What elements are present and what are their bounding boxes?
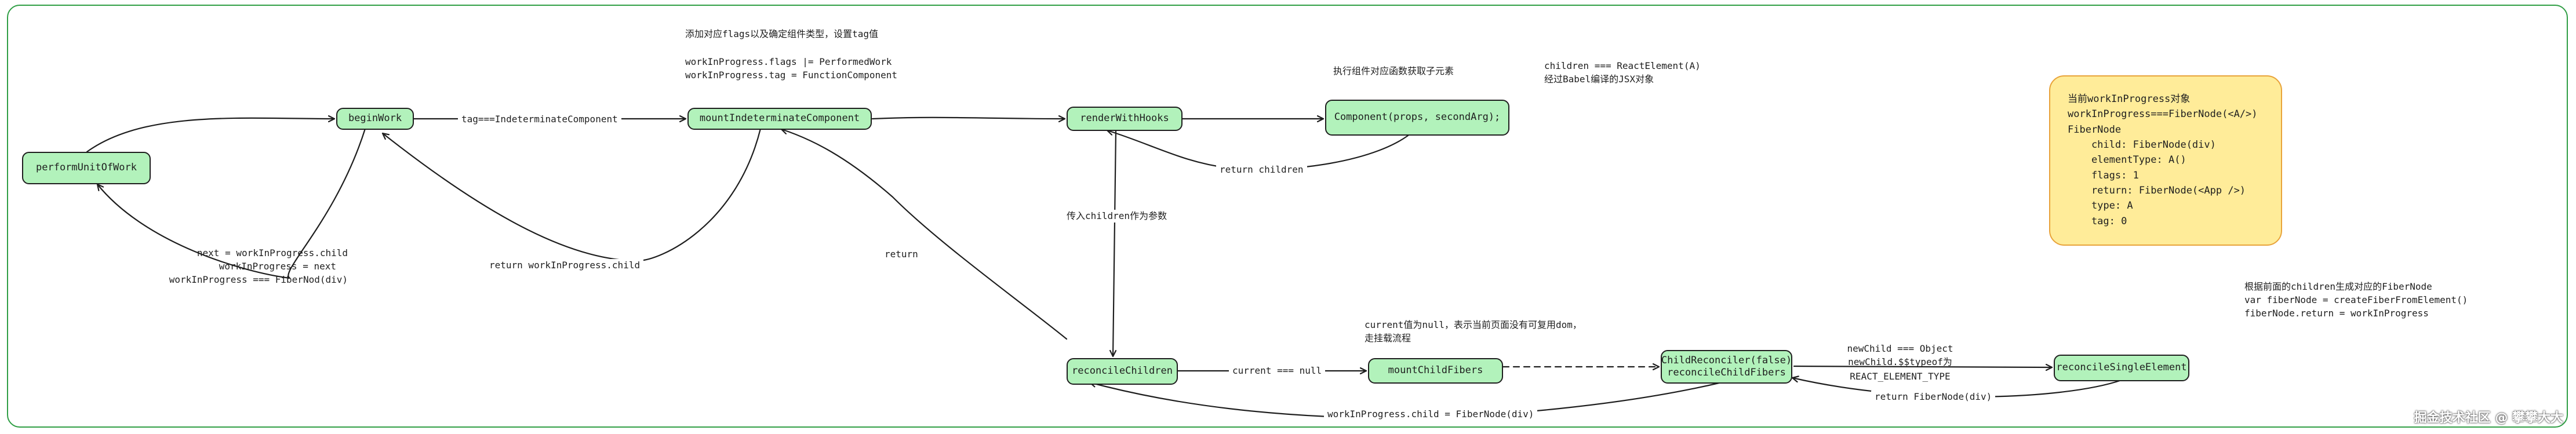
label-new-child2: newChild.$$typeof为: [1848, 356, 1952, 367]
node-child-reconciler-line1: ChildReconciler(false): [1661, 354, 1792, 366]
edge-mount-to-begin: [383, 127, 762, 262]
node-reconcile-children-label: reconcileChildren: [1072, 365, 1173, 377]
note-line: 当前workInProgress对象: [2068, 93, 2191, 105]
label-new-child3: REACT_ELEMENT_TYPE: [1850, 371, 1951, 382]
label-gen-line1: 根据前面的children生成对应的FiberNode: [2244, 281, 2432, 292]
label-wip-child-fiber: workInProgress.child = FiberNode(div): [1324, 408, 1538, 421]
note-line: child: FiberNode(div): [2068, 139, 2216, 151]
node-render-with-hooks-label: renderWithHooks: [1080, 112, 1169, 125]
note-line: FiberNode: [2068, 123, 2122, 136]
label-flags-code1: workInProgress.flags |= PerformedWork: [685, 56, 892, 67]
workinprogress-note: 当前workInProgress对象 workInProgress===Fibe…: [2049, 75, 2282, 246]
label-next-line2: workInProgress = next: [219, 261, 336, 272]
label-next-line1: next = workInProgress.child: [197, 247, 348, 258]
label-return-fiber: return FiberNode(div): [1871, 391, 1996, 403]
node-begin-work[interactable]: beginWork: [336, 108, 414, 130]
node-mount-indeterminate-component[interactable]: mountIndeterminateComponent: [687, 108, 872, 130]
label-flags-title: 添加对应flags以及确定组件类型，设置tag值: [685, 28, 879, 39]
edge-reconcile-to-mount: [781, 129, 1068, 340]
label-current-desc1: current值为null，表示当前页面没有可复用dom，: [1365, 319, 1582, 330]
node-reconcile-single-element[interactable]: reconcileSingleElement: [2054, 355, 2189, 381]
node-component-call[interactable]: Component(props, secondArg);: [1325, 100, 1509, 136]
label-gen-line2: var fiberNode = createFiberFromElement(): [2244, 294, 2468, 305]
label-return-children: return children: [1216, 163, 1307, 176]
node-mount-child-fibers[interactable]: mountChildFibers: [1368, 358, 1503, 384]
label-new-child1: newChild === Object: [1847, 343, 1953, 354]
note-line: type: A: [2068, 200, 2133, 212]
edge-begin-to-perform: [97, 127, 366, 279]
note-line: workInProgress===FiberNode(<A/>): [2068, 108, 2258, 121]
diagram-frame: [7, 5, 2568, 428]
note-line: elementType: A(): [2068, 154, 2186, 166]
note-line: tag: 0: [2068, 215, 2127, 227]
node-render-with-hooks[interactable]: renderWithHooks: [1067, 107, 1183, 131]
label-tag-edge: tag===IndeterminateComponent: [458, 113, 621, 126]
edge-childreconciler-to-single: [1793, 366, 2053, 367]
label-current-null: current === null: [1229, 364, 1326, 377]
node-component-call-label: Component(props, secondArg);: [1334, 111, 1501, 123]
note-line: return: FiberNode(<App />): [2068, 185, 2246, 197]
label-exec-component: 执行组件对应函数获取子元素: [1333, 65, 1454, 76]
node-mount-indeterminate-component-label: mountIndeterminateComponent: [699, 112, 860, 125]
label-current-desc2: 走挂载流程: [1365, 333, 1411, 344]
node-perform-unit-of-work-label: performUnitOfWork: [36, 162, 137, 174]
label-pass-children: 传入children作为参数: [1063, 210, 1171, 223]
label-gen-line3: fiberNode.return = workInProgress: [2244, 308, 2429, 319]
label-flags-code2: workInProgress.tag = FunctionComponent: [685, 70, 898, 81]
node-child-reconciler-line2: reconcileChildFibers: [1667, 367, 1786, 378]
node-begin-work-label: beginWork: [348, 112, 402, 125]
edge-mount-to-render: [871, 118, 1066, 119]
note-line: flags: 1: [2068, 169, 2139, 181]
label-return-wip-child: return workInProgress.child: [486, 259, 644, 272]
edge-render-to-reconcile: [1113, 130, 1116, 358]
node-mount-child-fibers-label: mountChildFibers: [1388, 364, 1483, 377]
edge-perform-to-begin: [86, 118, 336, 153]
node-reconcile-children[interactable]: reconcileChildren: [1067, 358, 1178, 385]
watermark: 掘金技术社区 @ 攀攀大大: [2414, 411, 2563, 425]
node-child-reconciler[interactable]: ChildReconciler(false) reconcileChildFib…: [1661, 350, 1792, 384]
label-return: return: [881, 248, 922, 261]
label-children-line2: 经过Babel编译的JSX对象: [1544, 74, 1654, 85]
node-reconcile-single-element-label: reconcileSingleElement: [2056, 362, 2187, 374]
label-children-line1: children === ReactElement(A): [1544, 60, 1701, 71]
label-next-line3: workInProgress === FiberNod(div): [169, 274, 348, 285]
node-perform-unit-of-work[interactable]: performUnitOfWork: [22, 152, 151, 184]
